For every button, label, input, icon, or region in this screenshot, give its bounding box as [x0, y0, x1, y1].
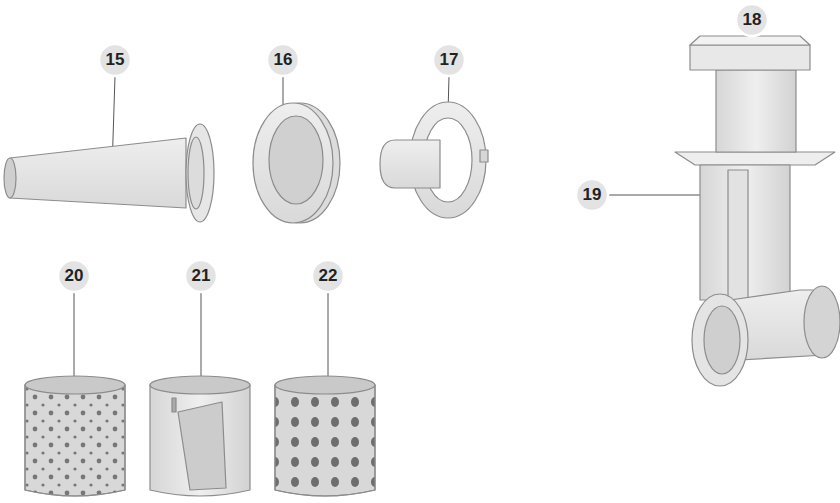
callout-number: 19 — [576, 179, 608, 211]
ring-part — [253, 103, 340, 223]
drum-part — [275, 376, 375, 496]
drum-part — [150, 376, 250, 496]
grinder-body — [675, 36, 840, 386]
leader-lines — [74, 36, 752, 405]
callout-number: 22 — [312, 260, 344, 292]
callout-number: 15 — [99, 44, 131, 76]
callout-number: 18 — [736, 4, 768, 36]
callout-number: 17 — [433, 44, 465, 76]
callout-number: 20 — [58, 260, 90, 292]
drum-part — [25, 376, 125, 496]
callout-circles — [58, 4, 768, 292]
nozzle-part — [4, 124, 214, 222]
callout-number: 16 — [267, 44, 299, 76]
separator-part — [380, 102, 488, 218]
callout-number: 21 — [185, 260, 217, 292]
